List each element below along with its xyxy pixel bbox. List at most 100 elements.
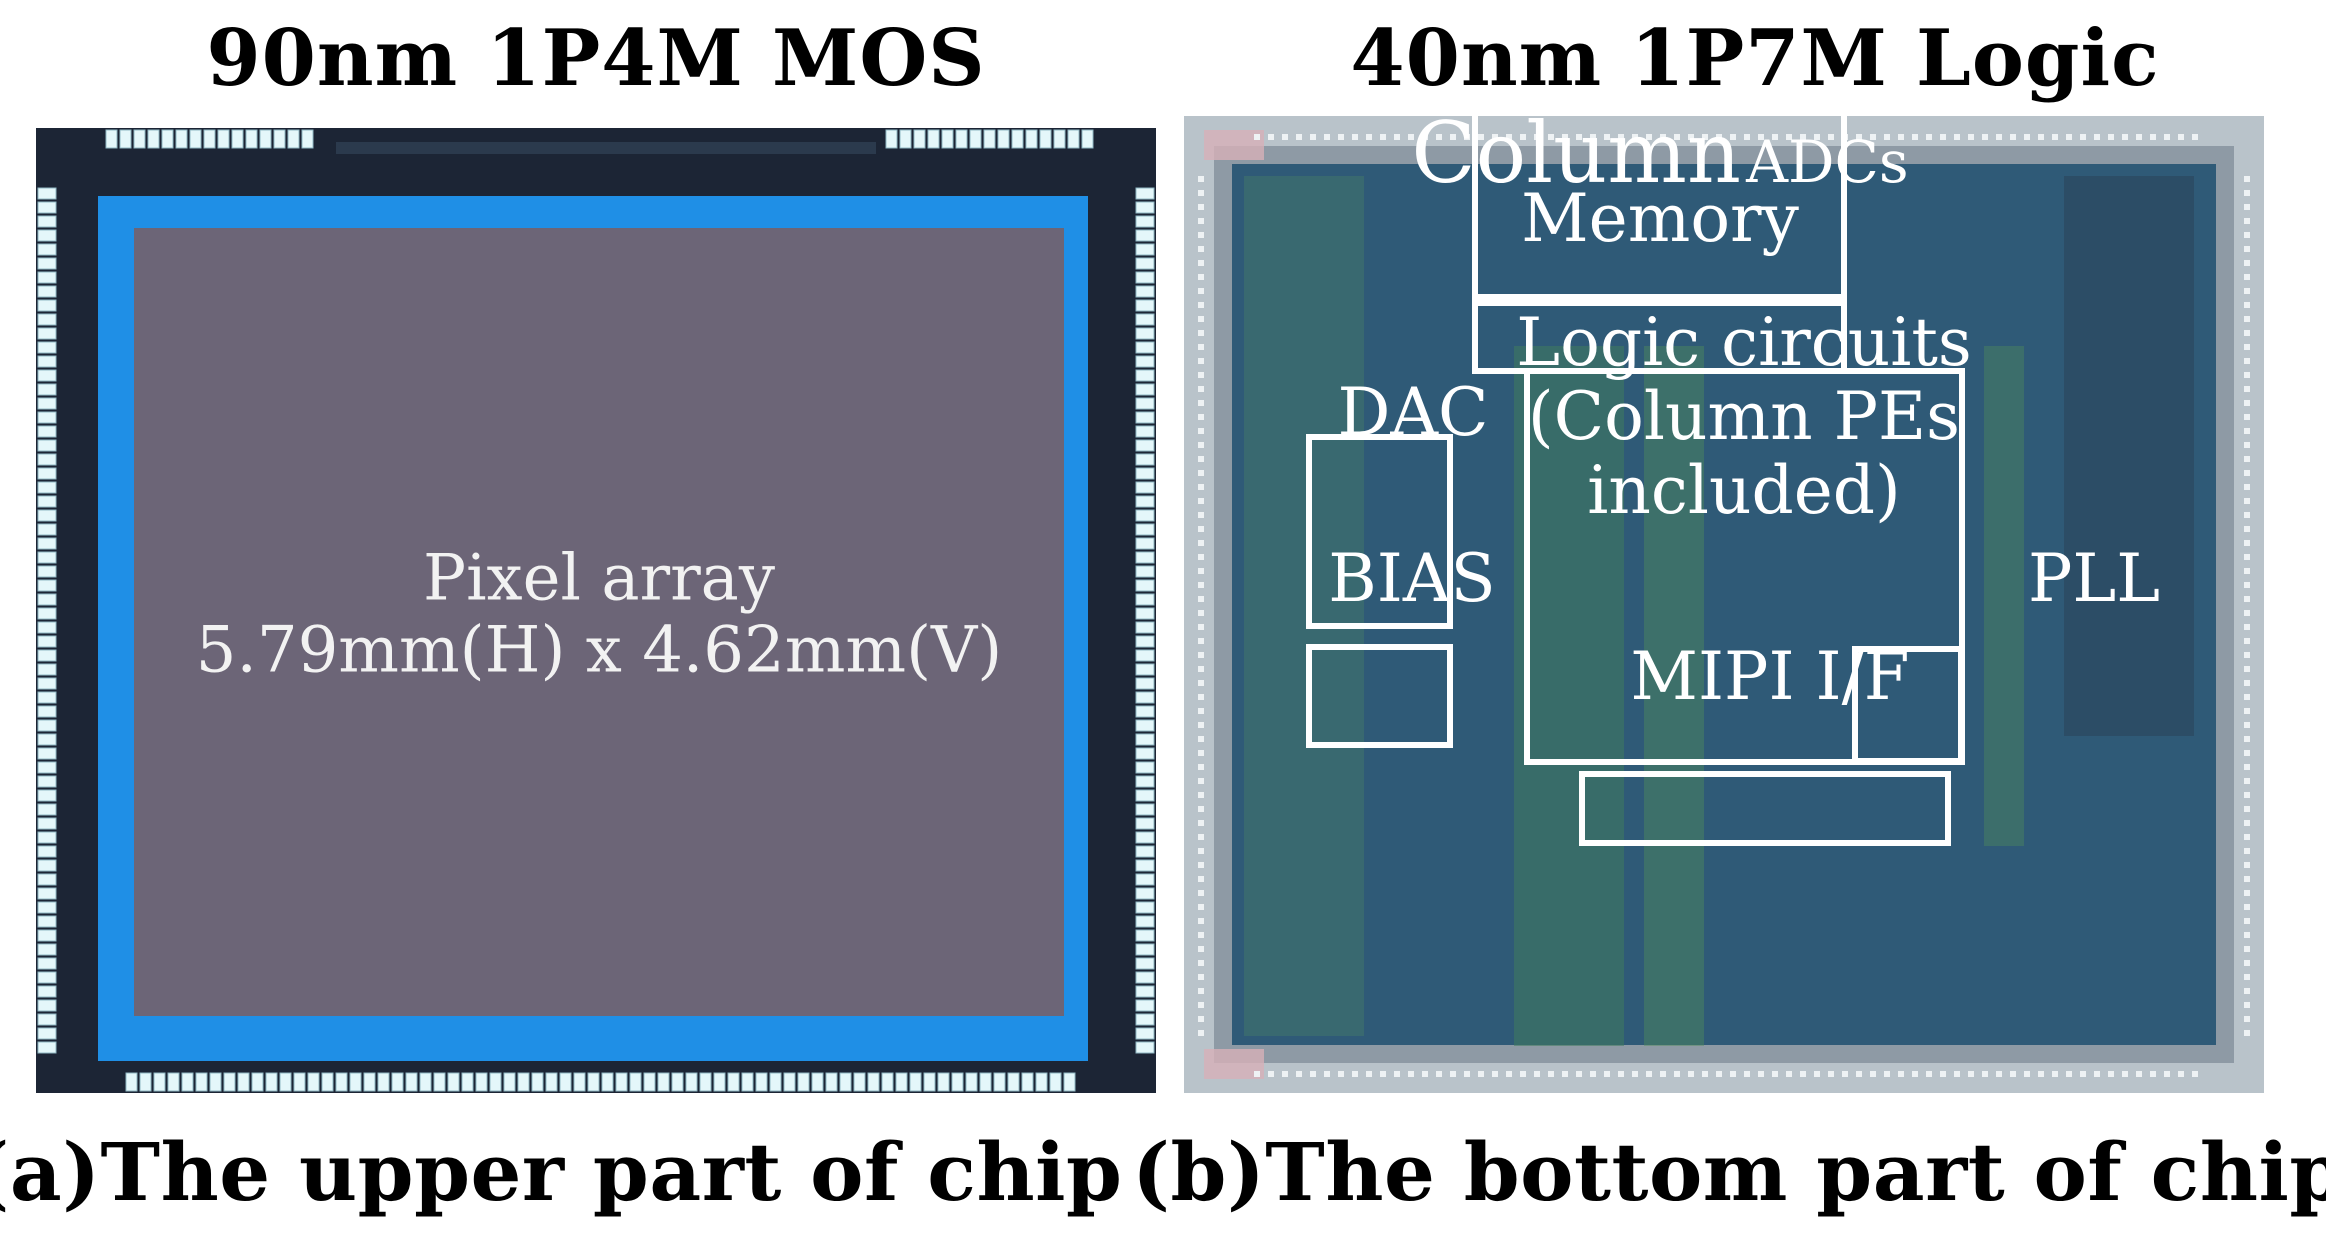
io-pad <box>1394 134 1400 140</box>
io-pad <box>1198 358 1204 364</box>
bond-pad <box>37 663 57 676</box>
io-pad <box>1464 134 1470 140</box>
io-pad <box>2244 974 2250 980</box>
io-pad <box>1198 890 1204 896</box>
bond-pad <box>1135 215 1155 228</box>
bond-pad <box>587 1072 600 1092</box>
bond-pad <box>37 565 57 578</box>
bias-block <box>1306 644 1453 748</box>
io-pad <box>1380 1071 1386 1077</box>
io-pad <box>2244 778 2250 784</box>
io-pad <box>1996 134 2002 140</box>
bond-pad <box>1067 129 1080 149</box>
bond-pad <box>37 803 57 816</box>
io-pad <box>1716 134 1722 140</box>
io-pad <box>2244 666 2250 672</box>
bond-pad <box>37 831 57 844</box>
bond-pad <box>37 425 57 438</box>
io-pad <box>1856 134 1862 140</box>
io-pad <box>1198 498 1204 504</box>
bond-pad <box>923 1072 936 1092</box>
io-pad <box>1968 1071 1974 1077</box>
bond-pad <box>475 1072 488 1092</box>
bond-pad <box>37 271 57 284</box>
io-pad <box>2080 134 2086 140</box>
io-pad <box>2244 694 2250 700</box>
bond-pad <box>279 1072 292 1092</box>
bond-pad <box>37 621 57 634</box>
bond-pad <box>335 1072 348 1092</box>
io-pad <box>2244 288 2250 294</box>
pixel-array-label: Pixel array 5.79mm(H) x 4.62mm(V) <box>196 543 1002 686</box>
bottom-chip-die-photo: Column ADCs Memory Logic circuits (Colum… <box>1184 116 2264 1093</box>
io-pad <box>1198 862 1204 868</box>
io-pad <box>1940 1071 1946 1077</box>
io-pad <box>2244 372 2250 378</box>
io-pad <box>1912 1071 1918 1077</box>
bond-pad <box>685 1072 698 1092</box>
io-pad <box>1310 134 1316 140</box>
io-pad <box>2010 1071 2016 1077</box>
bond-pad <box>37 327 57 340</box>
io-pad <box>1506 1071 1512 1077</box>
bond-pad <box>1135 1041 1155 1054</box>
bond-pad <box>447 1072 460 1092</box>
io-pad <box>1912 134 1918 140</box>
bond-pad <box>37 341 57 354</box>
bond-pad <box>643 1072 656 1092</box>
bond-pad <box>321 1072 334 1092</box>
bond-pad <box>37 817 57 830</box>
bond-pad <box>1135 943 1155 956</box>
bond-pad <box>899 129 912 149</box>
io-pad <box>2192 1071 2198 1077</box>
io-pad <box>1618 134 1624 140</box>
bond-pad <box>1135 495 1155 508</box>
bond-pad <box>797 1072 810 1092</box>
bond-pad <box>419 1072 432 1092</box>
bond-pad <box>37 635 57 648</box>
bond-pad <box>671 1072 684 1092</box>
io-pad <box>1198 190 1204 196</box>
io-pad <box>1198 974 1204 980</box>
io-pad <box>1198 946 1204 952</box>
io-pad <box>1702 1071 1708 1077</box>
io-pad <box>1982 134 1988 140</box>
bond-pad <box>377 1072 390 1092</box>
io-pad <box>1198 512 1204 518</box>
bond-pad <box>37 607 57 620</box>
bias-label: BIAS <box>1328 540 1496 618</box>
bond-pad <box>259 129 272 149</box>
bond-pad <box>1135 1013 1155 1026</box>
io-pad <box>1534 1071 1540 1077</box>
bond-pad <box>913 129 926 149</box>
io-pad <box>1632 134 1638 140</box>
io-pad <box>2244 1030 2250 1036</box>
pixel-array-title: Pixel array <box>423 541 775 616</box>
io-pad <box>1198 988 1204 994</box>
bond-pad <box>223 1072 236 1092</box>
io-pad <box>1198 960 1204 966</box>
bond-pad <box>1135 649 1155 662</box>
bond-pad <box>741 1072 754 1092</box>
bond-pad <box>1135 243 1155 256</box>
io-pad <box>1198 848 1204 854</box>
io-pad <box>1198 610 1204 616</box>
io-pad <box>1198 904 1204 910</box>
bond-pad <box>811 1072 824 1092</box>
bond-pad <box>657 1072 670 1092</box>
pixel-array-size: 5.79mm(H) x 4.62mm(V) <box>195 613 1003 687</box>
bond-pad <box>979 1072 992 1092</box>
io-pad <box>2244 904 2250 910</box>
io-pad <box>1198 638 1204 644</box>
logic-line-3: included) <box>1587 451 1901 529</box>
io-pad <box>2244 848 2250 854</box>
bond-pad <box>1021 1072 1034 1092</box>
bond-pad <box>1135 635 1155 648</box>
io-pad <box>2244 414 2250 420</box>
io-pad <box>2244 862 2250 868</box>
io-pad <box>1198 414 1204 420</box>
bond-pad <box>125 1072 138 1092</box>
io-pad <box>2178 1071 2184 1077</box>
io-pad <box>2094 134 2100 140</box>
io-pad <box>1198 260 1204 266</box>
